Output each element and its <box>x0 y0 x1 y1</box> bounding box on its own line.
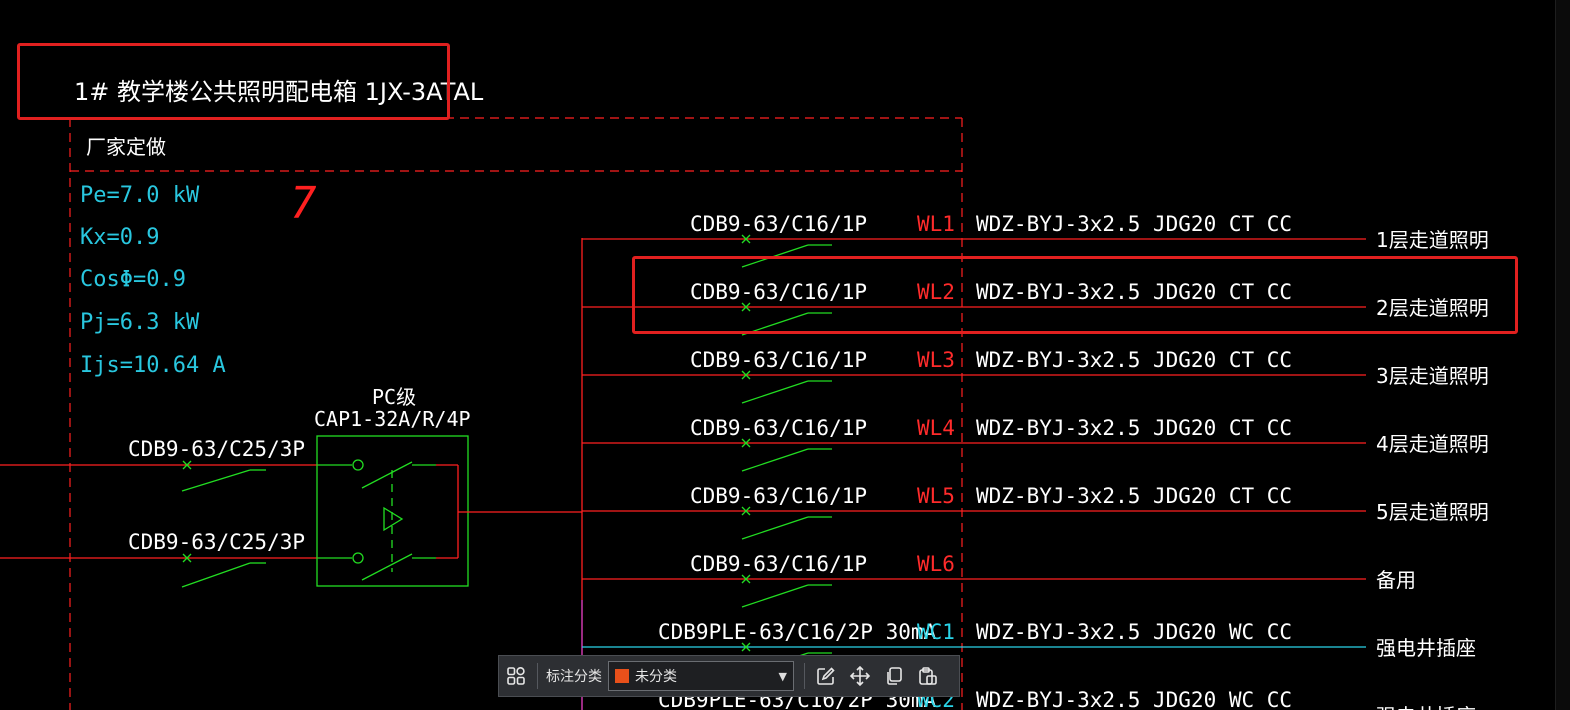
ats-model: CAP1-32A/R/4P <box>314 407 471 431</box>
circuit-code: WC1 <box>917 620 955 644</box>
category-value: 未分类 <box>635 669 677 685</box>
cable-spec: WDZ-BYJ-3x2.5 JDG20 CT CC <box>976 280 1292 304</box>
cable-spec: WDZ-BYJ-3x2.5 JDG20 WC CC <box>976 620 1292 644</box>
param-ijs: Ijs=10.64 A <box>80 353 226 378</box>
chevron-down-icon: ▼ <box>778 669 787 683</box>
circuit-code: WL2 <box>917 280 955 304</box>
ats-switch: PC级 CAP1-32A/R/4P <box>314 385 582 587</box>
load-name: 5层走道照明 <box>1376 500 1489 524</box>
panel-enclosure <box>69 117 963 710</box>
incoming-breaker-2: CDB9-63/C25/3P <box>128 530 305 554</box>
breaker-model: CDB9-63/C16/1P <box>690 280 867 304</box>
grid-icon[interactable] <box>499 659 533 693</box>
load-name: 1层走道照明 <box>1376 228 1489 252</box>
circuit-code: WL5 <box>917 484 955 508</box>
scrollbar[interactable] <box>1555 0 1570 710</box>
load-name: 2层走道照明 <box>1376 296 1489 320</box>
breaker-model: CDB9-63/C16/1P <box>690 348 867 372</box>
param-kx: Kx=0.9 <box>80 225 159 250</box>
circuit-row-wl5: CDB9-63/C16/1P WL5 WDZ-BYJ-3x2.5 JDG20 CT … <box>582 484 1489 540</box>
load-name: 4层走道照明 <box>1376 432 1489 456</box>
cable-spec: WDZ-BYJ-3x2.5 JDG20 CT CC <box>976 212 1292 236</box>
circuit-code: WL4 <box>917 416 955 440</box>
edit-icon[interactable] <box>809 659 843 693</box>
incoming-feeders: CDB9-63/C25/3P CDB9-63/C25/3P <box>0 437 318 588</box>
copy-icon[interactable] <box>877 659 911 693</box>
breaker-model: CDB9-63/C16/1P <box>690 212 867 236</box>
cable-spec: WDZ-BYJ-3x2.5 JDG20 CT CC <box>976 348 1292 372</box>
category-color-swatch <box>615 669 629 683</box>
breaker-switch-symbol <box>741 370 832 404</box>
breaker-model: CDB9-63/C16/1P <box>690 552 867 576</box>
load-name: 强电井插座 <box>1376 704 1476 710</box>
breaker-switch-symbol <box>741 438 832 472</box>
ats-level: PC级 <box>372 385 416 409</box>
circuit-row-wl2: CDB9-63/C16/1P WL2 WDZ-BYJ-3x2.5 JDG20 CT … <box>582 280 1489 336</box>
breaker-switch-symbol <box>741 506 832 540</box>
circuit-code: WL6 <box>917 552 955 576</box>
circuit-row-wl4: CDB9-63/C16/1P WL4 WDZ-BYJ-3x2.5 JDG20 CT … <box>582 416 1489 472</box>
circuit-row-wl3: CDB9-63/C16/1P WL3 WDZ-BYJ-3x2.5 JDG20 CT … <box>582 348 1489 404</box>
move-icon[interactable] <box>843 659 877 693</box>
param-pe: Pe=7.0 kW <box>80 183 200 208</box>
incoming-breaker-1: CDB9-63/C25/3P <box>128 437 305 461</box>
breaker-model: CDB9PLE-63/C16/2P 30mA <box>658 620 937 644</box>
circuit-wl2-highlight-box <box>632 256 1518 334</box>
category-label: 标注分类 <box>546 669 602 685</box>
circuit-row-wl1: CDB9-63/C16/1P WL1 WDZ-BYJ-3x2.5 JDG20 CT … <box>582 212 1489 268</box>
maker-note: 厂家定做 <box>86 135 166 159</box>
circuit-row-wl6: CDB9-63/C16/1P WL6 备用 <box>582 552 1416 608</box>
circuit-code: WL1 <box>917 212 955 236</box>
load-name: 3层走道照明 <box>1376 364 1489 388</box>
category-select[interactable]: 未分类 ▼ <box>608 661 794 691</box>
annotation-mark: 7 <box>290 178 317 229</box>
paste-icon[interactable] <box>911 659 945 693</box>
toolbar-divider <box>537 663 538 689</box>
annotation-toolbar: 标注分类 未分类 ▼ <box>498 655 960 697</box>
breaker-model: CDB9-63/C16/1P <box>690 484 867 508</box>
toolbar-divider <box>804 663 805 689</box>
cable-spec: WDZ-BYJ-3x2.5 JDG20 CT CC <box>976 484 1292 508</box>
cable-spec: WDZ-BYJ-3x2.5 JDG20 WC CC <box>976 688 1292 710</box>
breaker-model: CDB9-63/C16/1P <box>690 416 867 440</box>
title-highlight-box <box>17 43 450 120</box>
param-pj: Pj=6.3 kW <box>80 310 200 335</box>
panel-parameters: Pe=7.0 kW Kx=0.9 CosΦ=0.9 Pj=6.3 kW Ijs=… <box>80 183 226 378</box>
circuit-code: WL3 <box>917 348 955 372</box>
param-cos: CosΦ=0.9 <box>80 267 186 292</box>
breaker-switch-symbol <box>741 574 832 608</box>
load-name: 强电井插座 <box>1376 636 1476 660</box>
load-name: 备用 <box>1376 568 1416 592</box>
panel-title: 1# 教学楼公共照明配电箱 1JX-3ATAL <box>74 78 484 106</box>
cable-spec: WDZ-BYJ-3x2.5 JDG20 CT CC <box>976 416 1292 440</box>
